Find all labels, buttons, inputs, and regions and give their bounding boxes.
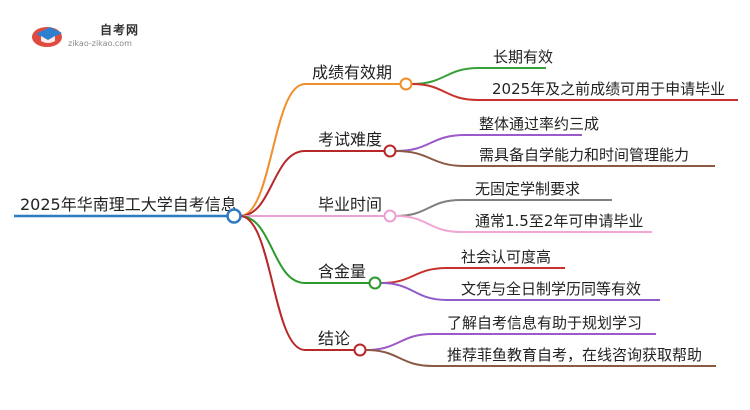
branch-node[interactable] (368, 276, 382, 290)
leaf-label: 通常1.5至2年可申请毕业 (475, 212, 643, 230)
leaf-connector (380, 267, 448, 284)
leaf-connector (411, 67, 480, 85)
leaf-label: 整体通过率约三成 (479, 115, 599, 133)
logo-title: 自考网 (100, 23, 140, 37)
leaf-connector (411, 83, 479, 101)
branch-connector (239, 215, 306, 284)
branch-node[interactable] (383, 209, 397, 223)
site-logo[interactable]: 自考网 zikao-zikao.com (30, 20, 140, 50)
leaf-label: 了解自考信息有助于规划学习 (447, 314, 642, 332)
branch-label: 含金量 (318, 262, 366, 281)
root-label: 2025年华南理工大学自考信息 (20, 195, 237, 214)
leaf-label: 社会认可度高 (461, 248, 551, 266)
branch-label: 成绩有效期 (312, 63, 392, 82)
leaf-connector (380, 282, 448, 301)
branch-connector (239, 150, 306, 217)
root-node[interactable] (226, 208, 242, 224)
leaf-connector (395, 215, 462, 233)
leaf-connector (395, 150, 466, 167)
branch-connector (239, 83, 306, 217)
branch-connector (239, 215, 306, 351)
leaf-label: 长期有效 (493, 48, 553, 66)
branch-node[interactable] (399, 77, 413, 91)
branch-node[interactable] (353, 343, 367, 357)
graduation-cap-icon (32, 27, 62, 47)
branch-label: 结论 (318, 329, 350, 348)
branch-label: 考试难度 (318, 130, 382, 149)
leaf-label: 无固定学制要求 (475, 180, 580, 198)
leaf-connector (365, 349, 434, 367)
logo-url: zikao-zikao.com (68, 39, 132, 48)
leaf-label: 推荐菲鱼教育自考，在线咨询获取帮助 (447, 346, 702, 364)
branch-label: 毕业时间 (318, 195, 382, 214)
leaf-label: 文凭与全日制学历同等有效 (461, 280, 641, 298)
leaf-connector (365, 333, 434, 351)
leaf-label: 需具备自学能力和时间管理能力 (479, 146, 689, 164)
leaf-connector (395, 199, 462, 217)
branch-node[interactable] (383, 144, 397, 158)
leaf-label: 2025年及之前成绩可用于申请毕业 (492, 80, 725, 98)
leaf-connector (395, 134, 466, 152)
